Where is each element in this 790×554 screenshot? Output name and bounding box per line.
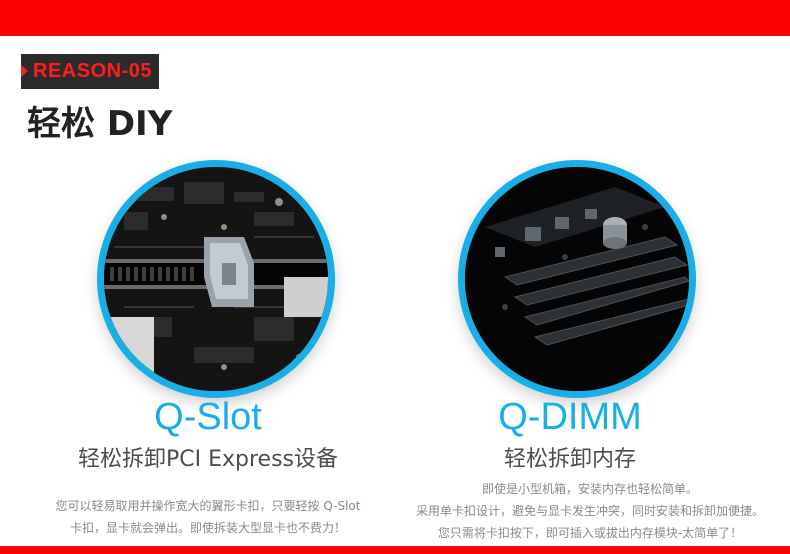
q-slot-subtitle: 轻松拆卸PCI Express设备 xyxy=(77,447,338,472)
badge-arrow-icon xyxy=(21,65,28,77)
reason-badge: REASON-05 xyxy=(21,54,159,89)
q-dimm-name: Q-DIMM xyxy=(498,396,642,438)
q-slot-description-line: 您可以轻易取用并操作宽大的翼形卡扣，只要轻按 Q-Slot xyxy=(55,499,361,513)
q-dimm-description: 即使是小型机箱，安装内存也轻松简单。 采用单卡扣设计，避免与显卡发生冲突，同时安… xyxy=(402,478,778,544)
q-slot-description-line: 卡扣，显卡就会弹出。即使拆装大型显卡也不费力！ xyxy=(69,521,346,535)
q-dimm-description-line: 您只需将卡扣按下，即可插入或拔出内存模块-太简单了！ xyxy=(437,526,743,540)
reason-badge-label: REASON-05 xyxy=(33,60,152,82)
q-dimm-description-line: 采用单卡扣设计，避免与显卡发生冲突，同时安装和拆卸加便捷。 xyxy=(415,504,764,518)
pcie-slot-illustration xyxy=(104,167,328,391)
bottom-red-bar xyxy=(0,546,790,554)
q-dimm-image xyxy=(458,160,696,398)
q-dimm-description-line: 即使是小型机箱，安装内存也轻松简单。 xyxy=(481,482,698,496)
q-dimm-subtitle: 轻松拆卸内存 xyxy=(503,447,636,472)
top-red-bar xyxy=(0,0,790,36)
page-title: 轻松 DIY xyxy=(27,104,173,144)
q-slot-description: 您可以轻易取用并操作宽大的翼形卡扣，只要轻按 Q-Slot 卡扣，显卡就会弹出。… xyxy=(20,495,396,539)
dimm-slot-illustration xyxy=(465,167,689,391)
q-slot-image xyxy=(97,160,335,398)
q-slot-name: Q-Slot xyxy=(154,396,262,438)
